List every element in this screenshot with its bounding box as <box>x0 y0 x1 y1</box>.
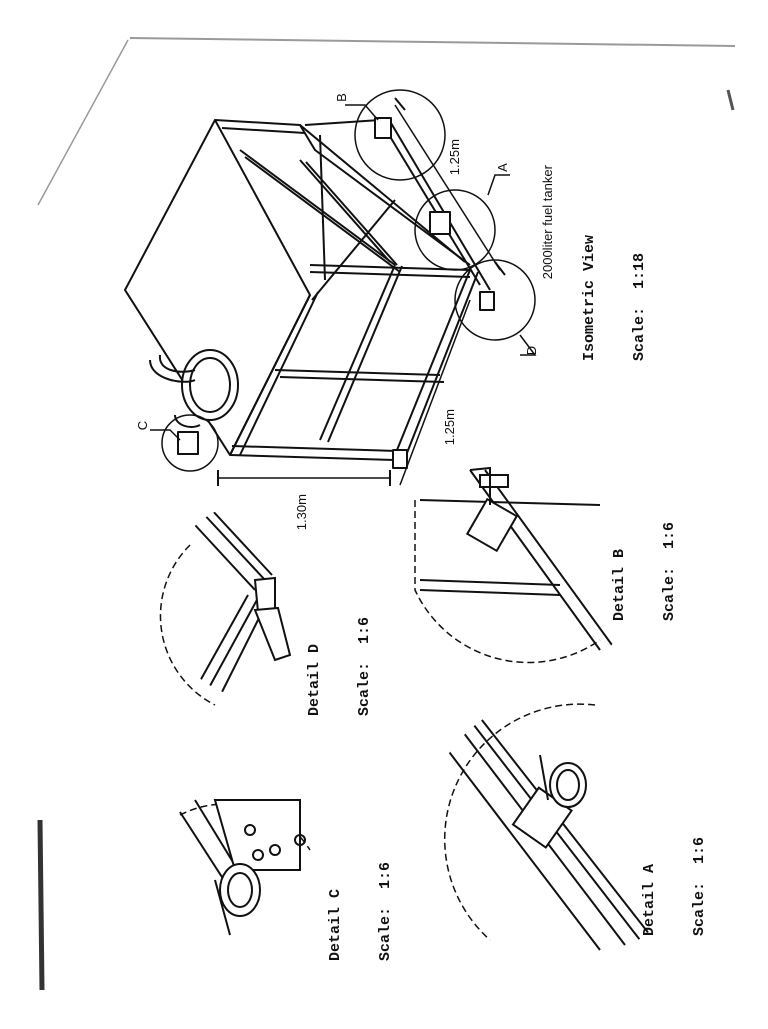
callout-label-d: D <box>524 345 540 356</box>
isometric-view-label: Isometric View Scale: 1:18 <box>549 231 681 361</box>
callout-label-c: C <box>135 420 151 431</box>
detail-c-label: Detail C Scale: 1:6 <box>295 851 427 961</box>
detail-c-drawing <box>179 799 311 936</box>
callout-circle-b <box>354 89 446 181</box>
isometric-view-scale: Scale: 1:18 <box>630 252 648 361</box>
detail-d-drawing <box>159 507 292 706</box>
isometric-view-name: Isometric View <box>581 234 598 361</box>
detail-d-name: Detail D <box>306 643 323 716</box>
detail-a-drawing <box>439 703 651 951</box>
detail-d-scale: Scale: 1:6 <box>355 616 373 716</box>
detail-a-scale: Scale: 1:6 <box>690 836 708 936</box>
callout-circle-a <box>414 189 496 271</box>
callout-label-b: B <box>333 93 349 102</box>
detail-b-drawing <box>414 466 613 664</box>
detail-a-name: Detail A <box>641 863 658 936</box>
dimension-height: 1.30m <box>293 494 309 531</box>
dimension-depth: 1.25m <box>441 409 457 446</box>
detail-callout-circles <box>150 89 537 472</box>
isometric-tank-drawing <box>124 97 506 486</box>
callout-label-a: A <box>494 163 510 172</box>
dimension-width: 1.25m <box>446 139 462 176</box>
callout-circle-d <box>454 259 536 341</box>
detail-a-label: Detail A Scale: 1:6 <box>609 826 741 936</box>
detail-b-name: Detail B <box>611 548 628 621</box>
detail-c-scale: Scale: 1:6 <box>376 861 394 961</box>
callout-circle-c <box>161 414 219 472</box>
detail-b-scale: Scale: 1:6 <box>660 521 678 621</box>
detail-b-label: Detail B Scale: 1:6 <box>579 511 711 621</box>
page-border <box>37 37 736 991</box>
detail-d-label: Detail D Scale: 1:6 <box>274 606 406 716</box>
detail-c-name: Detail C <box>327 888 344 961</box>
